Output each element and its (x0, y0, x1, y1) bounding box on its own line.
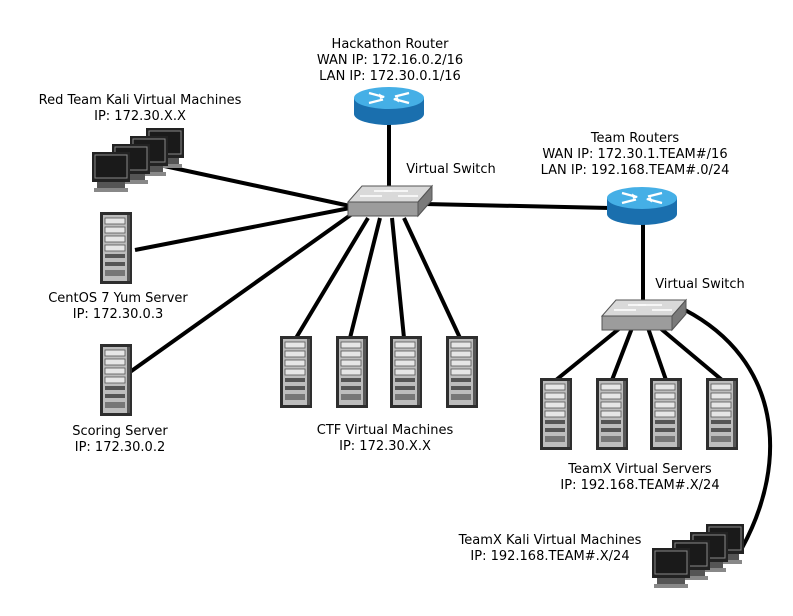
red-team-name: Red Team Kali Virtual Machines (38, 93, 242, 108)
ctf-vms-ip: IP: 172.30.X.X (339, 439, 431, 454)
ctf-vms-label: CTF Virtual Machines IP: 172.30.X.X (290, 423, 480, 455)
team-servers-label: TeamX Virtual Servers IP: 192.168.TEAM#.… (540, 462, 740, 494)
main-switch-icon (347, 185, 433, 217)
scoring-server-label: Scoring Server IP: 172.30.0.2 (50, 424, 190, 456)
hackathon-router-lan: LAN IP: 172.30.0.1/16 (319, 69, 461, 84)
yum-server-ip: IP: 172.30.0.3 (72, 307, 164, 322)
ctf-vms-name: CTF Virtual Machines (316, 423, 454, 438)
hackathon-router-name: Hackathon Router (331, 37, 449, 52)
team-routers-wan: WAN IP: 172.30.1.TEAM#/16 (542, 147, 728, 162)
team-switch-icon (601, 299, 687, 331)
red-team-ip: IP: 172.30.X.X (94, 109, 186, 124)
yum-server-name: CentOS 7 Yum Server (48, 291, 188, 306)
team-kali-ip: IP: 192.168.TEAM#.X/24 (470, 549, 630, 564)
yum-server-icon (99, 211, 133, 285)
yum-server-label: CentOS 7 Yum Server IP: 172.30.0.3 (28, 291, 208, 323)
team-kali-name: TeamX Kali Virtual Machines (458, 533, 642, 548)
hackathon-router-label: Hackathon Router WAN IP: 172.16.0.2/16 L… (290, 37, 490, 85)
hackathon-router-wan: WAN IP: 172.16.0.2/16 (316, 53, 464, 68)
main-switch-label: Virtual Switch (396, 162, 506, 178)
team-kali-label: TeamX Kali Virtual Machines IP: 192.168.… (440, 533, 660, 565)
scoring-server-name: Scoring Server (72, 424, 168, 439)
team-servers-name: TeamX Virtual Servers (568, 462, 712, 477)
ctf-servers-icon (279, 335, 479, 409)
network-links (128, 122, 773, 549)
team-servers-icon (539, 377, 739, 451)
scoring-server-icon (99, 343, 133, 417)
team-router-icon (605, 185, 679, 227)
red-team-monitors-icon (91, 127, 185, 193)
team-routers-lan: LAN IP: 192.168.TEAM#.0/24 (540, 163, 730, 178)
team-routers-name: Team Routers (590, 131, 680, 146)
scoring-server-ip: IP: 172.30.0.2 (74, 440, 166, 455)
team-servers-ip: IP: 192.168.TEAM#.X/24 (560, 478, 720, 493)
main-switch-name: Virtual Switch (406, 162, 496, 177)
hackathon-router-icon (352, 85, 426, 127)
team-routers-label: Team Routers WAN IP: 172.30.1.TEAM#/16 L… (525, 131, 745, 179)
team-kali-monitors-icon (651, 523, 745, 589)
team-switch-label: Virtual Switch (645, 277, 755, 293)
team-switch-name: Virtual Switch (655, 277, 745, 292)
red-team-label: Red Team Kali Virtual Machines IP: 172.3… (20, 93, 260, 125)
